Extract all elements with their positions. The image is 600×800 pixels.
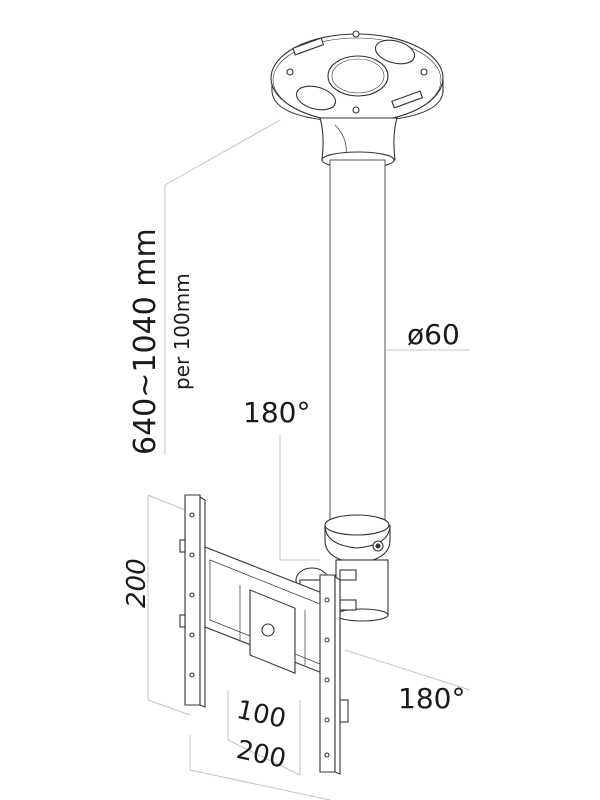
bracket-arm [199,544,341,681]
height-range-label: 640~1040 mm [128,228,163,455]
swivel-angle-label: 180° [398,682,466,715]
dimension-lines [147,119,471,800]
tilt-angle-label: 180° [243,396,311,429]
right-rail [319,574,349,775]
column-tube [329,159,386,526]
diameter-label: ø60 [407,318,460,351]
vesa-height-label: 200 [122,558,152,608]
ceiling-plate [270,30,444,123]
left-rail [179,494,206,708]
column-clamp [324,514,391,622]
height-step-label: per 100mm [170,273,194,390]
